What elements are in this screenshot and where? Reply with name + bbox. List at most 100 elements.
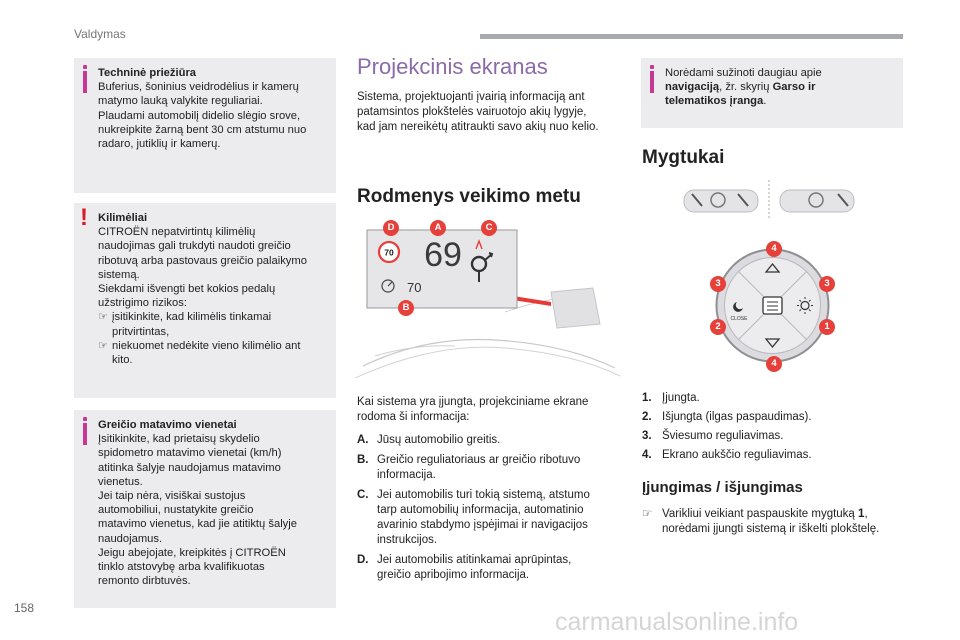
instruction-text: Varikliui veikiant paspauskite mygtuką: [662, 508, 859, 520]
buttons-heading: Mygtukai: [642, 147, 725, 168]
paragraph-line: rodoma ši informacija:: [357, 411, 470, 423]
height-up-icon[interactable]: [764, 262, 781, 273]
page-title: Projekcinis ekranas: [357, 54, 548, 79]
projection-beam: [513, 296, 551, 306]
maintenance-line: radaro, jutiklių ir kamerų.: [98, 138, 221, 151]
close-label: CLOSE: [731, 316, 749, 322]
instruction-text: ,: [864, 508, 868, 520]
hud-illustration-svg: 70 69 70: [354, 229, 621, 379]
units-line: Įsitikinkite, kad prietaisų skydelio: [98, 433, 260, 446]
info-icon: [650, 65, 654, 93]
note-line: Norėdami sužinoti daugiau apie: [665, 67, 822, 79]
bullet-item: ☞ niekuomet nedėkite vieno kilimėlio ant…: [98, 339, 330, 367]
mats-line: Siekdami išvengti bet kokios pedalų: [98, 283, 276, 296]
units-line: spidometro matavimo vienetai (km/h): [98, 447, 282, 460]
pointing-hand-icon: ☞: [98, 311, 109, 324]
label-a-badge: A: [430, 220, 446, 236]
note-bold: navigaciją: [665, 81, 720, 94]
mats-title: Kilimėliai: [98, 212, 148, 224]
button-number-badge: 1: [819, 319, 835, 335]
header-bar: [480, 34, 903, 39]
maintenance-box: Techninė priežiūra Buferius, šoninius ve…: [74, 58, 336, 193]
label-d-badge: D: [383, 220, 399, 236]
warning-icon: !: [80, 204, 88, 231]
units-line: naudojamus.: [98, 532, 163, 545]
list-item: D. Jei automobilis atitinkamai aprūpinta…: [357, 553, 622, 583]
units-line: tinklo atstovybę arba kvalifikuotas: [98, 561, 265, 574]
height-down-icon[interactable]: [764, 338, 781, 349]
maintenance-line: Buferius, šoninius veidrodėlius ir kamer…: [98, 81, 299, 94]
intro-line: patamsintos plokštelės vairuotojo akių l…: [357, 106, 587, 118]
after-illustration-paragraph: Kai sistema yra įjungta, projekciniame e…: [357, 395, 622, 425]
item-text: Šviesumo reguliavimas.: [662, 430, 784, 442]
maintenance-title: Techninė priežiūra: [98, 67, 197, 79]
button-number-badge: 4: [766, 241, 782, 257]
note-text: .: [763, 95, 767, 108]
item-text: Greičio reguliatoriaus ar greičio ribotu…: [377, 454, 581, 466]
intro-line: kad jam nereikėtų atitraukti savo akių n…: [357, 121, 599, 133]
bullet-text: įsitikinkite, kad kilimėlis tinkamai: [112, 311, 272, 324]
list-item: 1. Įjungta.: [642, 391, 904, 406]
intro-paragraph: Sistema, projektuojanti įvairią informac…: [357, 90, 622, 135]
section-label: Valdymas: [74, 27, 126, 41]
limit-sign-value: 70: [384, 248, 394, 258]
item-text: Ekrano aukščio reguliavimas.: [662, 449, 812, 461]
units-line: vienetus.: [98, 475, 143, 488]
speed-limit-sign-icon: [377, 240, 401, 264]
onoff-instruction: ☞ Varikliui veikiant paspauskite mygtuką…: [642, 507, 904, 537]
hud-illustration: 70 69 70 D A C B: [354, 216, 621, 379]
label-b-badge: B: [398, 300, 414, 316]
units-line: Jei taip nėra, visiškai sustojus: [98, 490, 246, 503]
info-icon: [83, 417, 87, 445]
onoff-heading: Įjungimas / išjungimas: [642, 479, 803, 496]
mats-line: ribotuvą arba pastovaus greičio palaikym…: [98, 254, 307, 267]
item-key: 3.: [642, 430, 652, 442]
item-text: Įjungta.: [662, 392, 700, 404]
item-key: B.: [357, 454, 369, 466]
item-key: 2.: [642, 411, 652, 423]
units-line: automobiliui, nustatykite greičio: [98, 504, 254, 517]
brightness-icon[interactable]: [800, 300, 810, 311]
button-number-badge: 3: [710, 276, 726, 292]
units-box: Greičio matavimo vienetai Įsitikinkite, …: [74, 410, 336, 608]
mats-warning-box: ! Kilimėliai CITROËN nepatvirtintų kilim…: [74, 203, 336, 398]
item-key: 1.: [642, 392, 652, 404]
button-number-badge: 3: [819, 276, 835, 292]
bullet-text: kito.: [112, 354, 133, 367]
note-bold: Garso ir: [772, 81, 816, 94]
note-bold: telematikos įranga: [665, 95, 764, 108]
note-text: , žr. skyrių: [719, 81, 773, 94]
info-icon: [83, 65, 87, 93]
buttons-list: 1.Įjungta. 2.Išjungta (ilgas paspaudimas…: [642, 391, 904, 467]
page-number: 158: [14, 601, 35, 615]
mats-line: sistemą.: [98, 268, 140, 281]
note-line: navigaciją, žr. skyrių Garso ir: [665, 80, 897, 94]
item-text: Jūsų automobilio greitis.: [377, 434, 501, 446]
hud-control-panel: CLOSE 4 3 3 2 1 4: [705, 238, 840, 373]
list-item: A. Jūsų automobilio greitis.: [357, 433, 622, 448]
hud-speed: 69: [424, 236, 462, 274]
pointing-hand-icon: ☞: [642, 508, 653, 520]
item-text: Jei automobilis atitinkamai aprūpintas,: [377, 554, 572, 566]
dimmer-icon[interactable]: [733, 302, 743, 312]
bullet-text: niekuomet nedėkite vieno kilimėlio ant: [112, 339, 301, 352]
pointing-hand-icon: ☞: [98, 339, 109, 352]
list-item: B. Greičio reguliatoriaus ar greičio rib…: [357, 453, 622, 483]
item-key: C.: [357, 489, 369, 501]
maintenance-line: Plaudami automobilį didelio slėgio srove…: [98, 109, 301, 122]
list-item: 4.Ekrano aukščio reguliavimas.: [642, 448, 904, 463]
button-number-badge: 2: [710, 319, 726, 335]
instruction-line: Varikliui veikiant paspauskite mygtuką 1…: [662, 507, 879, 522]
section-heading: Rodmenys veikimo metu: [357, 186, 581, 207]
item-text: tarp automobilių informacija, automatini…: [377, 504, 584, 516]
instruction-line: norėdami įjungti sistemą ir iškelti plok…: [662, 523, 880, 535]
intro-line: Sistema, projektuojanti įvairią informac…: [357, 91, 585, 103]
item-key: D.: [357, 554, 369, 566]
note-line: telematikos įranga.: [665, 94, 897, 108]
button-number-badge: 4: [766, 356, 782, 372]
item-text: informacija.: [377, 469, 436, 481]
maintenance-line: nukreipkite žarną bent 30 cm atstumu nuo: [98, 123, 307, 136]
units-line: Jeigu abejojate, kreipkitės į CITROËN: [98, 546, 286, 559]
item-text: avarinio stabdymo įspėjimai ir navigacij…: [377, 519, 588, 531]
